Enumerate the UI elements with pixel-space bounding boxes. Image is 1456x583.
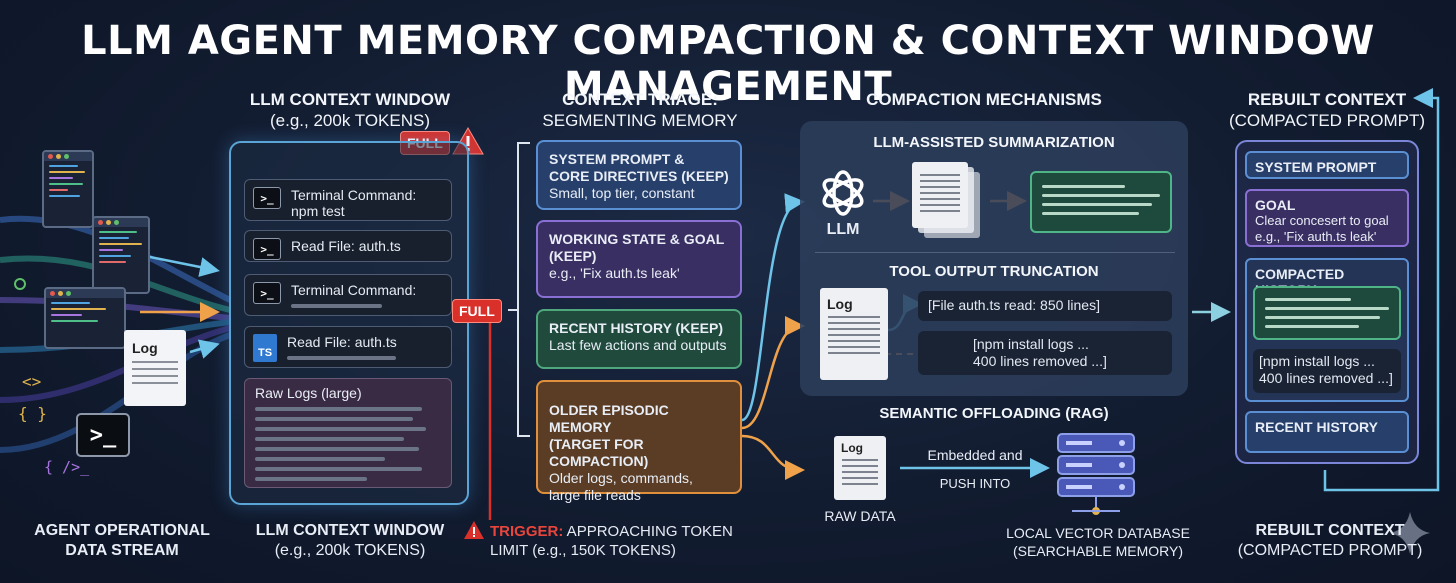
truncated-output-line xyxy=(291,304,383,308)
curly-braces-icon: { } xyxy=(18,404,47,423)
context-item-terminal: >_ Terminal Command: xyxy=(244,274,452,316)
log-file-icon: Log xyxy=(820,288,888,380)
code-window-icon xyxy=(92,216,150,294)
raw-logs-block: Raw Logs (large) xyxy=(244,378,452,488)
truncation-title: TOOL OUTPUT TRUNCATION xyxy=(889,263,1099,280)
context-item-read-file: >_ Read File: auth.ts xyxy=(244,230,452,262)
code-window-icon xyxy=(42,150,94,228)
context-window-heading: LLM CONTEXT WINDOW (e.g., 200k TOKENS) xyxy=(249,90,451,130)
llm-logo-icon xyxy=(822,170,864,216)
trigger-warning-icon xyxy=(464,521,484,539)
rag-title: SEMANTIC OFFLOADING (RAG) xyxy=(879,405,1109,422)
context-item-terminal: >_ Terminal Command: npm test xyxy=(244,179,452,221)
triage-bracket xyxy=(508,142,530,437)
raw-data-label: RAW DATA xyxy=(824,508,896,524)
triage-recent-history: RECENT HISTORY (KEEP) Last few actions a… xyxy=(536,309,742,369)
raw-data-log-icon: Log xyxy=(834,436,886,500)
terminal-icon: >_ xyxy=(253,282,281,304)
compaction-heading: COMPACTION MECHANISMS xyxy=(866,90,1102,109)
circle-glyph-icon xyxy=(14,278,26,290)
summary-card xyxy=(1030,171,1172,233)
vector-db-label: LOCAL VECTOR DATABASE (SEARCHABLE MEMORY… xyxy=(1006,525,1190,559)
trigger-line xyxy=(466,316,492,520)
stream-arrows xyxy=(139,253,220,359)
rebuilt-footer: REBUILT CONTEXT (COMPACTED PROMPT) xyxy=(1237,522,1423,559)
summarization-title: LLM-ASSISTED SUMMARIZATION xyxy=(873,134,1115,151)
log-file-icon: Log xyxy=(124,330,186,406)
rebuilt-system-prompt: SYSTEM PROMPT xyxy=(1245,151,1409,179)
vector-database-icon xyxy=(1057,433,1135,515)
triage-working-state: WORKING STATE & GOAL (KEEP) e.g., 'Fix a… xyxy=(536,220,742,298)
llm-label: LLM xyxy=(826,221,860,238)
trigger-note: TRIGGER: APPROACHING TOKEN LIMIT (e.g., … xyxy=(490,523,733,559)
page-title: LLM AGENT MEMORY COMPACTION & CONTEXT WI… xyxy=(81,18,1375,110)
compacted-summary-card xyxy=(1253,286,1401,340)
truncated-file-read: [File auth.ts read: 850 lines] xyxy=(918,291,1172,321)
context-item-ts-file: TS Read File: auth.ts xyxy=(244,326,452,368)
terminal-icon: >_ xyxy=(253,187,281,209)
triage-system-prompt: SYSTEM PROMPT & CORE DIRECTIVES (KEEP) S… xyxy=(536,140,742,210)
typescript-file-icon: TS xyxy=(253,334,277,362)
rebuilt-recent-history: RECENT HISTORY xyxy=(1245,411,1409,453)
loop-back-arrow xyxy=(1323,88,1440,492)
code-window-icon xyxy=(44,287,126,349)
compacted-npm-note: [npm install logs ... 400 lines removed … xyxy=(1253,349,1401,393)
embedded-label: Embedded and xyxy=(927,447,1023,463)
full-badge-side: FULL xyxy=(452,299,502,323)
document-stack-icon xyxy=(912,162,968,228)
code-brackets-icon: <> xyxy=(22,372,42,391)
arrow-to-truncation xyxy=(741,316,805,430)
truncated-npm-logs: [npm install logs ... 400 lines removed … xyxy=(918,331,1172,375)
jsx-glyph-icon: { />_ xyxy=(44,458,90,476)
arrow-to-rag xyxy=(741,434,805,480)
push-label: PUSH INTO xyxy=(939,476,1011,491)
triage-older-episodic: OLDER EPISODIC MEMORY (TARGET FOR COMPAC… xyxy=(536,380,742,503)
divider xyxy=(815,252,1175,253)
terminal-icon: >_ xyxy=(76,413,130,457)
terminal-icon: >_ xyxy=(253,238,281,260)
rebuilt-goal: GOAL Clear concesert to goal e.g., 'Fix … xyxy=(1245,189,1409,247)
context-window-footer: LLM CONTEXT WINDOW (e.g., 200k TOKENS) xyxy=(255,522,445,559)
sparkle-icon xyxy=(1390,512,1430,554)
truncated-output-line xyxy=(287,356,397,360)
stream-footer: AGENT OPERATIONAL DATA STREAM xyxy=(34,522,210,559)
triage-heading: CONTEXT TRIAGE: SEGMENTING MEMORY xyxy=(542,90,738,130)
rebuilt-heading: REBUILT CONTEXT (COMPACTED PROMPT) xyxy=(1228,90,1426,130)
arrow-to-summarization xyxy=(741,193,805,422)
